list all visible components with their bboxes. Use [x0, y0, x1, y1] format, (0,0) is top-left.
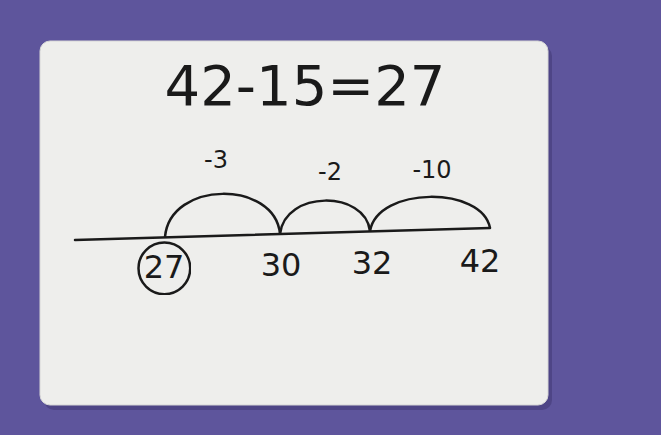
jump-arc: [370, 197, 490, 231]
jump-label: -2: [318, 159, 342, 185]
jump-arc: [165, 194, 280, 237]
node-text-wrap: 27: [144, 250, 185, 285]
jump-arc: [280, 201, 370, 234]
jump-label: -3: [204, 147, 228, 173]
circle-stroke: [138, 242, 190, 294]
jump-label: -10: [412, 157, 451, 183]
number-label: 32: [352, 246, 393, 281]
equation-title: 42-15=27: [165, 55, 446, 117]
number-label: 30: [261, 248, 302, 283]
number-label: 42: [460, 244, 501, 279]
number-line: [75, 228, 490, 240]
whiteboard: [40, 41, 548, 405]
answer-number: 27: [144, 250, 185, 285]
circled-answer: 27: [137, 241, 192, 296]
